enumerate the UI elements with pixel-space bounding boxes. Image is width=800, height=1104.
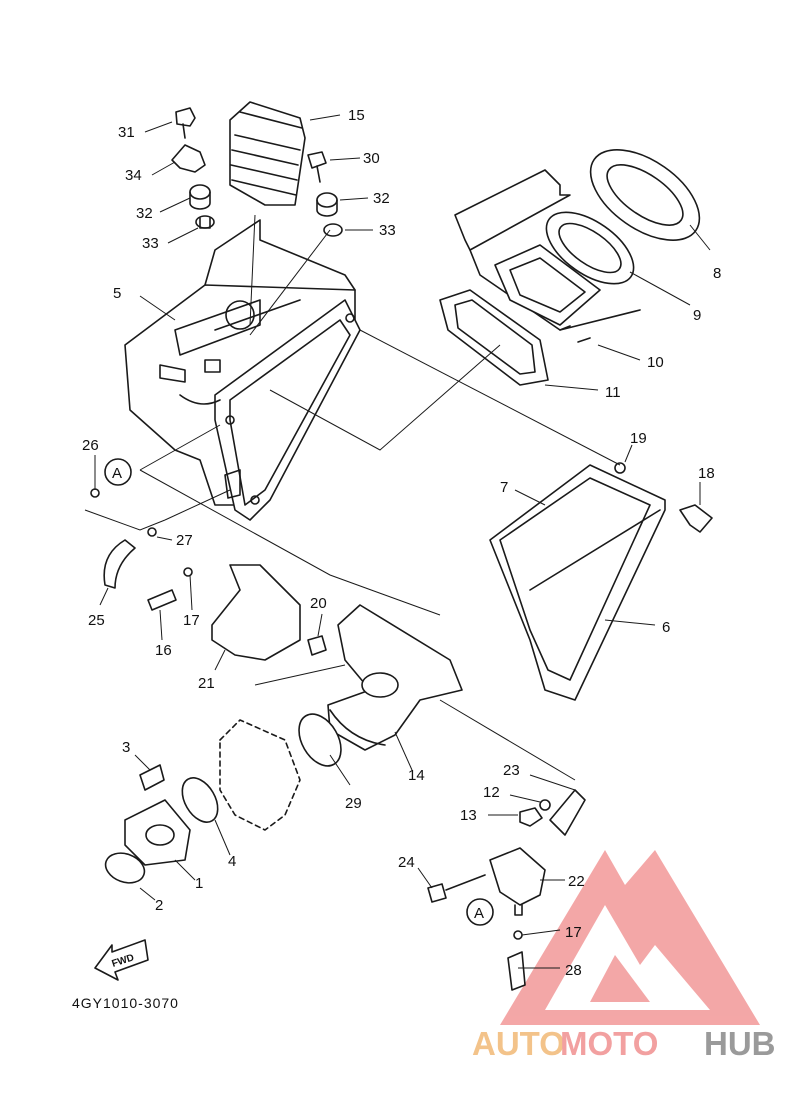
label-16: 16	[155, 642, 172, 659]
collar-33-left	[195, 215, 215, 229]
watermark-text-moto: MOTO	[560, 1025, 658, 1062]
hose-25	[103, 539, 136, 589]
nut-13	[519, 807, 543, 827]
label-18: 18	[698, 465, 715, 482]
label-30: 30	[363, 150, 380, 167]
clamp-29	[298, 713, 342, 767]
collar-33-right	[323, 223, 343, 237]
label-29: 29	[345, 795, 362, 812]
callout-a-right-label: A	[474, 905, 484, 922]
air-box-joint	[327, 604, 463, 751]
label-17-left: 17	[183, 612, 200, 629]
label-21: 21	[198, 675, 215, 692]
screws-10	[559, 325, 591, 343]
label-31: 31	[118, 124, 135, 141]
air-filter-element-8	[589, 149, 701, 241]
bolt-24	[427, 874, 486, 903]
label-14: 14	[408, 767, 425, 784]
clip-26	[90, 488, 100, 498]
grommet-19	[614, 462, 626, 474]
label-34: 34	[125, 167, 142, 184]
bolt-3	[139, 764, 165, 791]
label-33-right: 33	[379, 222, 396, 239]
label-7: 7	[500, 479, 508, 496]
label-2: 2	[155, 897, 163, 914]
intake-boot	[229, 101, 306, 206]
label-20: 20	[310, 595, 327, 612]
label-33-left: 33	[142, 235, 159, 252]
label-32-left: 32	[136, 205, 153, 222]
clip-17-left	[183, 567, 193, 577]
bolt-31	[175, 107, 196, 139]
bracket-23	[549, 789, 586, 836]
washer-12	[539, 799, 551, 811]
clamp-4	[181, 777, 219, 823]
watermark-text-hub: HUB	[704, 1025, 776, 1062]
grommet-32-right	[316, 192, 338, 217]
label-1: 1	[195, 875, 203, 892]
grommet-32-left	[189, 184, 211, 210]
hose-28	[507, 951, 526, 991]
label-23: 23	[503, 762, 520, 779]
label-4: 4	[228, 853, 236, 870]
bolt-18	[679, 504, 713, 533]
screw-20	[307, 635, 327, 656]
watermark-triangle-core	[590, 955, 650, 1002]
bolt-30	[307, 151, 327, 183]
label-8: 8	[713, 265, 721, 282]
watermark-logo	[500, 850, 760, 1025]
label-26: 26	[82, 437, 99, 454]
plate-21	[211, 564, 301, 661]
carburetor	[219, 719, 301, 831]
air-box-body	[124, 219, 361, 521]
label-12: 12	[483, 784, 500, 801]
label-13: 13	[460, 807, 477, 824]
carb-joint-1	[124, 799, 191, 866]
label-32-right: 32	[373, 190, 390, 207]
label-3: 3	[122, 739, 130, 756]
label-9: 9	[693, 307, 701, 324]
leader-lines	[94, 114, 711, 969]
label-6: 6	[662, 619, 670, 636]
callout-a-right: A	[466, 898, 494, 926]
air-box-cover	[489, 464, 666, 701]
label-25: 25	[88, 612, 105, 629]
label-24: 24	[398, 854, 415, 871]
label-17-right: 17	[565, 924, 582, 941]
clip-17-right	[513, 930, 523, 940]
callout-a-left-label: A	[112, 465, 122, 482]
o-ring-2	[104, 852, 146, 884]
label-27: 27	[176, 532, 193, 549]
watermark-text-auto: AUTO	[472, 1025, 565, 1062]
air-filter-element-9	[545, 211, 635, 285]
plug-16	[147, 589, 177, 611]
label-19: 19	[630, 430, 647, 447]
label-28: 28	[565, 962, 582, 979]
bracket-34	[171, 144, 206, 173]
diagram-code: 4GY1010-3070	[72, 995, 179, 1011]
filter-cage	[494, 244, 601, 326]
label-11: 11	[605, 384, 621, 401]
clip-27	[147, 527, 157, 537]
breather-tank-22	[489, 847, 546, 916]
label-15: 15	[348, 107, 365, 124]
fwd-arrow: FWD	[94, 939, 149, 981]
assembly-lines	[84, 329, 621, 781]
label-22: 22	[568, 873, 585, 890]
watermark-triangle-inner	[545, 905, 710, 1010]
callout-a-left: A	[104, 458, 132, 486]
part-labels: 31 34 32 33 5 15 30 32 33 8 9 10 11 19 7…	[82, 107, 721, 979]
label-5: 5	[113, 285, 121, 302]
label-10: 10	[647, 354, 664, 371]
gasket-11	[439, 289, 549, 386]
